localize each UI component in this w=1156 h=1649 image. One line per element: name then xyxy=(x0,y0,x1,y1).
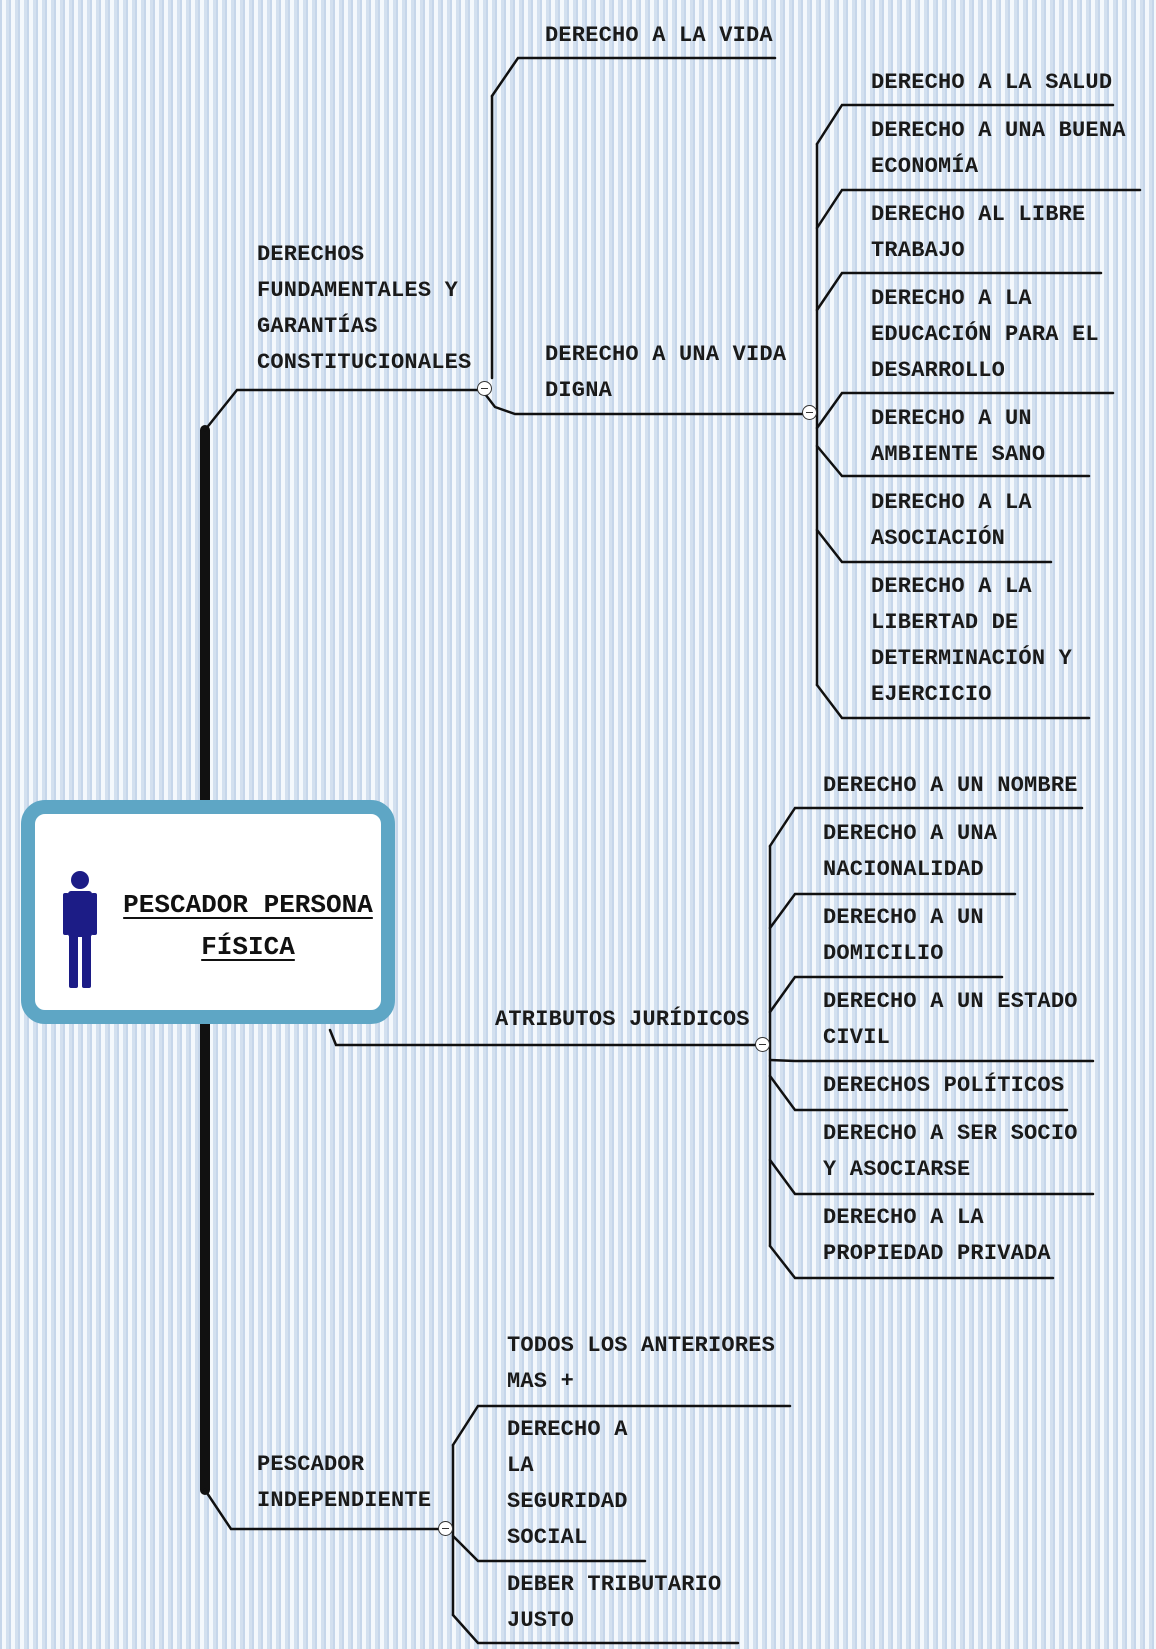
branch-independent-label[interactable]: PESCADOR INDEPENDIENTE xyxy=(257,1452,432,1513)
node-derecho-socio[interactable]: DERECHO A SER SOCIO Y ASOCIARSE xyxy=(823,1121,1078,1182)
node-derecho-educacion[interactable]: DERECHO A LA EDUCACIÓN PARA EL DESARROLL… xyxy=(871,286,1099,383)
collapse-toggle-attributes[interactable] xyxy=(755,1037,770,1052)
connector-socio xyxy=(768,1158,1095,1196)
node-derecho-libertad[interactable]: DERECHO A LA LIBERTAD DE DETERMINACIÓN Y… xyxy=(871,574,1073,707)
connector-domicilio xyxy=(768,975,1004,1014)
node-derecho-estado-civil[interactable]: DERECHO A UN ESTADO CIVIL xyxy=(823,989,1078,1050)
node-derecho-economia[interactable]: DERECHO A UNA BUENA ECONOMÍA xyxy=(871,118,1126,179)
connector-nacionalidad xyxy=(768,892,1017,930)
node-derecho-ambiente[interactable]: DERECHO A UN AMBIENTE SANO xyxy=(871,406,1046,467)
collapse-toggle-independent[interactable] xyxy=(438,1521,453,1536)
connector-nombre xyxy=(768,806,1084,848)
connector-vida xyxy=(490,56,777,98)
connector-libre-trabajo xyxy=(815,271,1103,312)
connector-libertad xyxy=(815,683,1091,720)
connector-economia xyxy=(815,188,1142,230)
collapse-toggle-rights[interactable] xyxy=(477,381,492,396)
node-derecho-propiedad[interactable]: DERECHO A LA PROPIEDAD PRIVADA xyxy=(823,1205,1051,1266)
connector-politicos xyxy=(768,1074,1069,1112)
central-topic[interactable]: PESCADOR PERSONA FÍSICA xyxy=(21,800,395,1024)
branch-attributes-label[interactable]: ATRIBUTOS JURÍDICOS xyxy=(495,1007,750,1032)
node-derecho-domicilio[interactable]: DERECHO A UN DOMICILIO xyxy=(823,905,984,966)
node-derecho-libre-trabajo[interactable]: DERECHO AL LIBRE TRABAJO xyxy=(871,202,1086,263)
node-todos-anteriores[interactable]: TODOS LOS ANTERIORES MAS + xyxy=(507,1333,776,1394)
connector-branch-rights xyxy=(203,388,484,432)
node-derecho-salud[interactable]: DERECHO A LA SALUD xyxy=(871,70,1113,95)
node-derecho-vida-digna[interactable]: DERECHO A UNA VIDA DIGNA xyxy=(545,342,787,403)
connector-anteriores xyxy=(451,1404,792,1447)
node-derecho-nombre[interactable]: DERECHO A UN NOMBRE xyxy=(823,773,1078,798)
node-derecho-nacionalidad[interactable]: DERECHO A UNA NACIONALIDAD xyxy=(823,821,998,882)
node-seguridad-social[interactable]: DERECHO A LA SEGURIDAD SOCIAL xyxy=(507,1417,628,1550)
connector-tributario xyxy=(451,1613,740,1645)
person-icon xyxy=(63,871,97,988)
connector-estado-civil xyxy=(768,1058,1095,1063)
connector-vida-digna xyxy=(480,388,810,416)
node-deber-tributario[interactable]: DEBER TRIBUTARIO JUSTO xyxy=(507,1572,722,1633)
connector-educacion xyxy=(815,391,1115,430)
node-derecho-asociacion[interactable]: DERECHO A LA ASOCIACIÓN xyxy=(871,490,1032,551)
connector-branch-independent xyxy=(203,1488,447,1531)
central-topic-title: PESCADOR PERSONA FÍSICA xyxy=(123,890,373,962)
connector-seguridad-social xyxy=(451,1534,647,1563)
branch-rights-label[interactable]: DERECHOS FUNDAMENTALES Y GARANTÍAS CONST… xyxy=(257,242,472,375)
connector-salud xyxy=(815,103,1115,146)
connector-ambiente xyxy=(815,444,1091,478)
connector-branch-attributes xyxy=(328,1028,767,1047)
collapse-toggle-vida-digna[interactable] xyxy=(802,405,817,420)
node-derecho-vida[interactable]: DERECHO A LA VIDA xyxy=(545,23,773,48)
connector-propiedad xyxy=(768,1244,1055,1280)
connector-asociacion xyxy=(815,528,1053,564)
node-derechos-politicos[interactable]: DERECHOS POLÍTICOS xyxy=(823,1073,1065,1098)
